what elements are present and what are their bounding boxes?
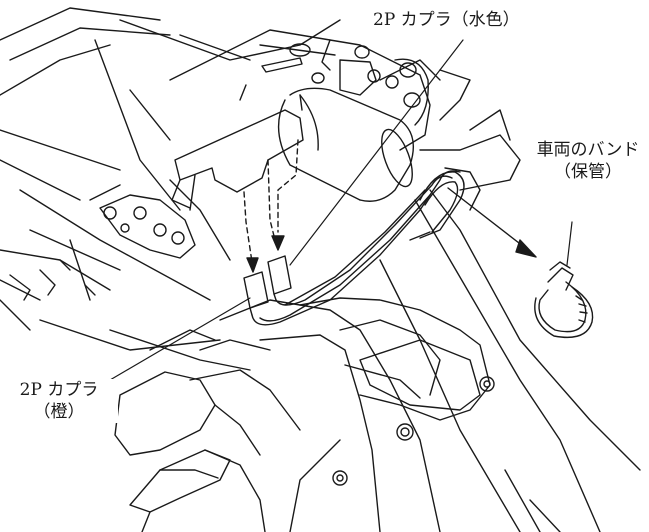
insertion-arrows	[246, 235, 285, 273]
label-vehicle-band: 車両のバンド （保管）	[527, 139, 649, 183]
coupler-light-blue	[267, 255, 292, 301]
label-2p-coupler-orange: 2P カプラ （橙）	[0, 379, 118, 423]
cover-housing	[171, 109, 304, 211]
insertion-guides	[243, 139, 299, 263]
left-bracket	[89, 184, 196, 259]
motor-cylinder	[277, 87, 414, 202]
label-2p-coupler-orange-line2: （橙）	[33, 402, 85, 422]
leader-lines	[109, 39, 573, 381]
wiring-harness	[251, 167, 481, 326]
lower-assembly	[114, 297, 561, 532]
removal-arrow	[447, 187, 537, 258]
left-hatching	[9, 259, 96, 301]
bracket-plate	[169, 29, 431, 151]
label-2p-coupler-light-blue: 2P カプラ（水色）	[371, 9, 522, 31]
frame-structure	[0, 7, 641, 532]
label-vehicle-band-line1: 車両のバンド	[536, 140, 640, 160]
label-2p-coupler-orange-line1: 2P カプラ	[19, 380, 99, 400]
coupler-orange	[243, 271, 269, 316]
label-vehicle-band-line2: （保管）	[554, 162, 622, 182]
vehicle-band-icon	[534, 261, 594, 339]
